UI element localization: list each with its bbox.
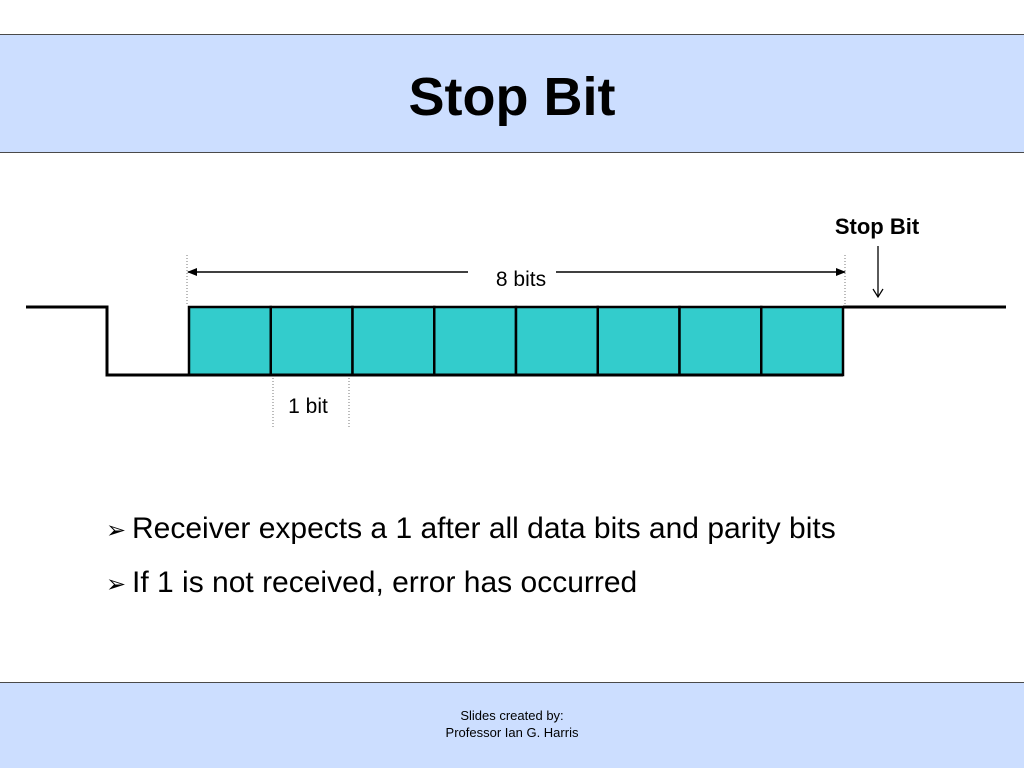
data-bit-cell [596,305,681,377]
arrow-bullet-icon: ➢ [106,570,127,598]
stop-bit-diagram: 8 bits Stop Bit 1 bit [26,214,1006,427]
title-band: Stop Bit [0,34,1024,153]
data-bit-cell [760,305,845,377]
bullet-text: If 1 is not received, error has occurred [132,566,638,599]
data-bit-cell [514,305,599,377]
signal-waveform-left [26,305,189,377]
slide-title: Stop Bit [408,67,616,127]
footer-line-2: Professor Ian G. Harris [445,725,579,740]
span-label: 8 bits [496,268,546,291]
bullet-item: ➢Receiver expects a 1 after all data bit… [106,508,836,551]
bullet-text: Receiver expects a 1 after all data bits… [132,512,836,545]
bullet-item: ➢If 1 is not received, error has occurre… [106,562,836,605]
footer-band: Slides created by: Professor Ian G. Harr… [0,682,1024,768]
data-bit-cell [433,305,518,377]
footer-credit: Slides created by: Professor Ian G. Harr… [0,707,1024,741]
bullet-list: ➢Receiver expects a 1 after all data bit… [106,508,836,616]
data-bit-cell [678,305,763,377]
data-bit-cell [269,305,354,377]
stop-bit-label: Stop Bit [835,214,920,239]
arrow-bullet-icon: ➢ [106,516,127,544]
data-bit-cell [351,305,436,377]
data-bit-cells [187,305,845,377]
footer-line-1: Slides created by: [460,708,564,723]
bit-width-label: 1 bit [288,395,328,418]
data-bit-cell [187,305,272,377]
